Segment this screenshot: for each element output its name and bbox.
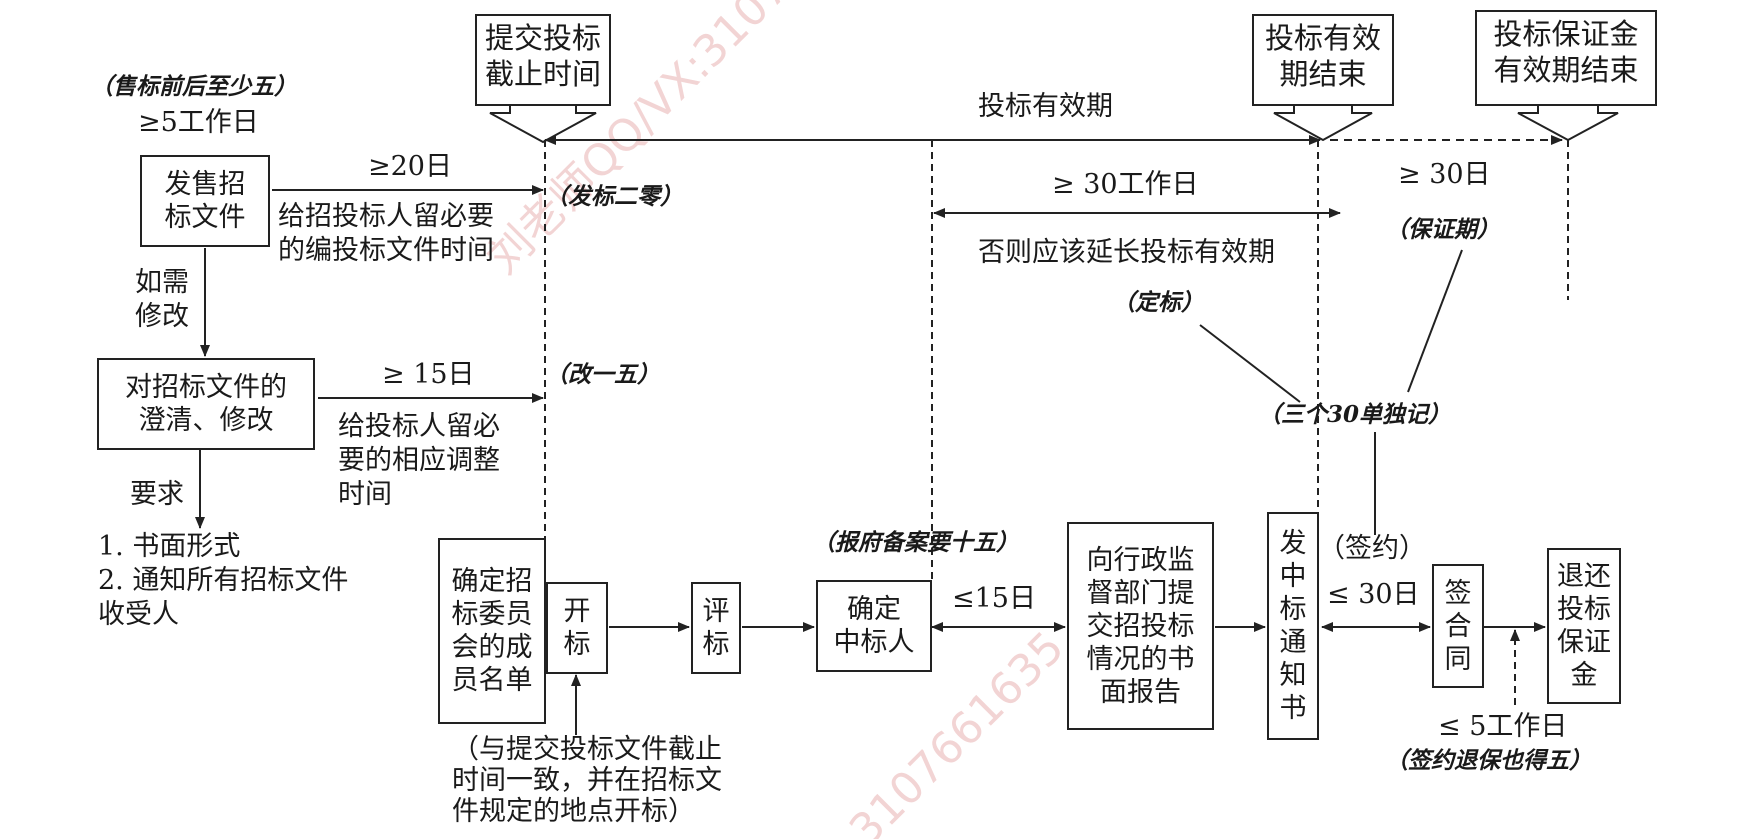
box-sell-bid-docs: 发售招 标文件: [140, 155, 270, 247]
label-if-needed: 如需 修改: [135, 267, 189, 332]
mnemonic-three-30: （三个30单独记）: [1258, 401, 1452, 428]
label-le30-days: ≤ 30日: [1327, 579, 1420, 610]
label-prep-time: 给招投标人留必要 的编投标文件时间: [278, 201, 494, 266]
label-sign-note: （签约）: [1318, 533, 1426, 564]
mnemonic-align-15: （改一五）: [545, 361, 660, 388]
label-le5-workdays: ≤ 5工作日: [1438, 711, 1568, 742]
box-validity-end: 投标有效 期结束: [1252, 14, 1394, 106]
label-ge5-workdays: ≥5工作日: [138, 107, 259, 138]
box-determine-winner: 确定 中标人: [816, 580, 932, 672]
box-bid-opening: 开 标: [546, 582, 608, 674]
box-refund-bond: 退还 投标 保证 金: [1547, 548, 1621, 704]
label-requirement-list: 1. 书面形式 2. 通知所有招标文件 收受人: [98, 531, 349, 630]
note-sale-mnemonic: （售标前后至少五）: [90, 73, 297, 100]
label-ge30-workdays: ≥ 30工作日: [1052, 169, 1199, 200]
label-le15-days: ≤15日: [952, 583, 1036, 614]
mnemonic-award: （定标）: [1112, 289, 1204, 316]
mnemonic-sale-two: （发标二零）: [545, 183, 683, 210]
box-clarify-docs: 对招标文件的 澄清、修改: [97, 358, 315, 450]
box-written-report: 向行政监 督部门提 交招投标 情况的书 面报告: [1067, 522, 1214, 730]
box-award-notice: 发 中 标 通 知 书: [1267, 512, 1319, 740]
label-ge15-days: ≥ 15日: [382, 359, 475, 390]
mnemonic-refund-5: （签约退保也得五）: [1385, 747, 1592, 774]
label-ge20-days: ≥20日: [368, 151, 452, 182]
label-opening-note: （与提交投标文件截止 时间一致，并在招标文 件规定的地点开标）: [452, 734, 722, 827]
box-committee-list: 确定招 标委员 会的成 员名单: [438, 538, 546, 724]
label-ge30-days: ≥ 30日: [1398, 159, 1491, 190]
label-adjust-time: 给投标人留必 要的相应调整 时间: [338, 411, 500, 510]
box-sign-contract: 签 合 同: [1432, 564, 1484, 688]
mnemonic-report-15: （报府备案要十五）: [812, 529, 1019, 556]
box-bid-deadline: 提交投标 截止时间: [475, 14, 611, 106]
box-bond-validity-end: 投标保证金 有效期结束: [1475, 10, 1657, 106]
label-validity-period: 投标有效期: [978, 91, 1113, 122]
mnemonic-guarantee: （保证期）: [1385, 216, 1500, 243]
label-require: 要求: [130, 479, 184, 510]
label-extend-validity: 否则应该延长投标有效期: [978, 237, 1275, 268]
box-bid-evaluation: 评 标: [691, 582, 741, 674]
